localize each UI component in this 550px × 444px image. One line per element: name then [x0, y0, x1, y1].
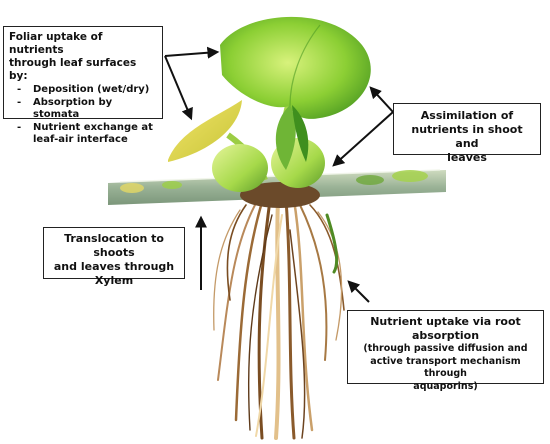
- root-uptake-sub-3: aquaporins): [413, 380, 478, 392]
- root-uptake-title-2: absorption: [411, 329, 480, 342]
- assimilation-line-3: leaves: [447, 151, 487, 164]
- list-dash: -: [17, 121, 22, 133]
- foliar-heading-line-1: Foliar uptake of nutrients: [9, 31, 103, 56]
- foliar-list: - Deposition (wet/dry) - Absorption by s…: [9, 84, 157, 147]
- foliar-item-text: Absorption by stomata: [33, 96, 113, 121]
- foliar-item-deposition: - Deposition (wet/dry): [9, 84, 157, 97]
- arrow-root-uptake: [347, 280, 370, 303]
- list-dash: -: [17, 96, 22, 108]
- foliar-item-text: Deposition (wet/dry): [33, 84, 150, 95]
- left-bulb: [212, 144, 268, 192]
- list-dash: -: [17, 84, 22, 95]
- main-leaf: [220, 16, 371, 119]
- roots: [213, 198, 345, 440]
- arrow-assim-up: [369, 86, 394, 113]
- translocation-line-1: Translocation to shoots: [64, 232, 164, 259]
- arrow-to-yellow-leaf: [164, 55, 193, 121]
- root-uptake-title-1: Nutrient uptake via root: [370, 315, 521, 328]
- root-uptake-sub-2: active transport mechanism through: [370, 355, 521, 380]
- translocation-line-3: Xylem: [94, 274, 134, 287]
- assimilation-line-1: Assimilation of: [420, 109, 514, 122]
- arrows: [164, 46, 394, 303]
- foliar-item-text: Nutrient exchange at: [33, 121, 153, 133]
- root-uptake-box: Nutrient uptake via root absorption (thr…: [347, 310, 544, 392]
- foliar-heading-line-2: through leaf surfaces by:: [9, 57, 137, 82]
- arrow-to-leaf: [164, 46, 220, 59]
- foliar-item-text-cont: leaf-air interface: [33, 134, 128, 145]
- assimilation-box: Assimilation of nutrients in shoot and l…: [393, 103, 541, 164]
- foliar-uptake-box: Foliar uptake of nutrients through leaf …: [3, 26, 163, 145]
- arrow-assim-down: [332, 111, 394, 167]
- center-shoot: [275, 105, 296, 170]
- center-shoot-dark: [292, 105, 309, 162]
- yellow-leaf: [168, 100, 242, 162]
- translocation-line-2: and leaves through: [53, 260, 175, 273]
- translocation-box: Translocation to shoots and leaves throu…: [43, 227, 185, 287]
- root-crown: [240, 182, 320, 208]
- foliar-item-exchange: - Nutrient exchange at leaf-air interfac…: [9, 122, 157, 147]
- foliar-item-stomata: - Absorption by stomata: [9, 97, 157, 122]
- assimilation-line-2: nutrients in shoot and: [411, 123, 523, 150]
- root-uptake-sub-1: (through passive diffusion and: [363, 343, 528, 354]
